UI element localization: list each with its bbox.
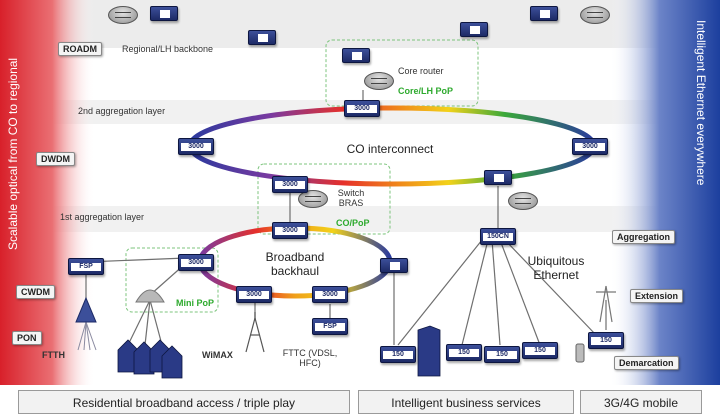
device-3000-ring-bottom-right: 3000 [312, 286, 348, 303]
right-band [610, 0, 720, 385]
regional-switch-icon-right [530, 6, 558, 21]
regional-layer-label: Regional/LH backbone [122, 44, 214, 54]
device-150-d: 150 [522, 342, 558, 359]
core-router-icon [364, 72, 394, 90]
first-layer-label: 1st aggregation layer [60, 212, 145, 222]
device-fsp-fttc: FSP [312, 318, 348, 335]
splitter-icon [75, 296, 97, 323]
link-lines [85, 90, 607, 346]
switch-bras-label: Switch BRAS [337, 188, 365, 208]
regional-switch-icon-left [150, 6, 178, 21]
right-band-title: Intelligent Ethernet everywhere [694, 20, 708, 186]
co-pop-label: CO/PoP [336, 218, 370, 228]
device-3000-left: 3000 [178, 138, 214, 155]
device-fsp-left: FSP [68, 258, 104, 275]
core-lh-pop-label: Core/LH PoP [398, 86, 454, 96]
co-interconnect-label: CO interconnect [346, 142, 434, 156]
wimax-label: WiMAX [202, 350, 233, 360]
mobile-box: 3G/4G mobile [580, 390, 702, 414]
business-services-box: Intelligent business services [358, 390, 574, 414]
wimax-tower-icon [245, 312, 265, 353]
mini-pop-label: Mini PoP [176, 298, 214, 308]
first-layer-band [0, 206, 720, 232]
bras-router-icon [298, 190, 328, 208]
device-3000-co-bottom: 3000 [272, 222, 308, 239]
device-150cn: 150CN [480, 228, 516, 245]
roadm-node-icon-left [248, 30, 276, 45]
left-band-title: Scalable optical from CO to regional [6, 57, 20, 250]
device-3000-ring-bottom-left: 3000 [236, 286, 272, 303]
pon-tag: PON [12, 331, 42, 345]
aggregation-tag: Aggregation [612, 230, 675, 244]
cell-tower-icon [596, 285, 616, 323]
roadm-node-icon-right [460, 22, 488, 37]
fttc-label: FTTC (VDSL, HFC) [282, 348, 338, 368]
demarcation-tag: Demarcation [614, 356, 679, 370]
ubiquitous-router-icon [508, 192, 538, 210]
device-150-c: 150 [484, 346, 520, 363]
residential-broadband-box: Residential broadband access / triple pl… [18, 390, 350, 414]
extension-tag: Extension [630, 289, 684, 303]
roadm-tag: ROADM [58, 42, 102, 56]
core-cross-connect-icon [342, 48, 370, 63]
mini-pop-cabinet-icon [135, 289, 165, 303]
device-150-a: 150 [380, 346, 416, 363]
device-3000-right: 3000 [572, 138, 608, 155]
ubiquitous-ethernet-label: Ubiquitous Ethernet [527, 254, 585, 282]
core-router-label: Core router [398, 66, 444, 76]
ring-switch-icon [484, 170, 512, 185]
device-3000-core: 3000 [344, 100, 380, 117]
second-layer-label: 2nd aggregation layer [78, 106, 166, 116]
device-150-e: 150 [588, 332, 624, 349]
backhaul-switch-icon [380, 258, 408, 273]
ftth-label: FTTH [42, 350, 65, 360]
broadband-backhaul-label: Broadband backhaul [265, 250, 325, 278]
building-icon [417, 325, 441, 377]
device-150-b: 150 [446, 344, 482, 361]
co-pop-box [257, 163, 391, 235]
phone-icon [575, 343, 585, 363]
houses-icon [117, 339, 183, 379]
ftth-drops [77, 321, 97, 351]
device-3000-co-top: 3000 [272, 176, 308, 193]
regional-router-icon-left [108, 6, 138, 24]
cwdm-tag: CWDM [16, 285, 55, 299]
device-3000-mini-pop: 3000 [178, 254, 214, 271]
regional-router-icon-right [580, 6, 610, 24]
dwdm-tag: DWDM [36, 152, 75, 166]
